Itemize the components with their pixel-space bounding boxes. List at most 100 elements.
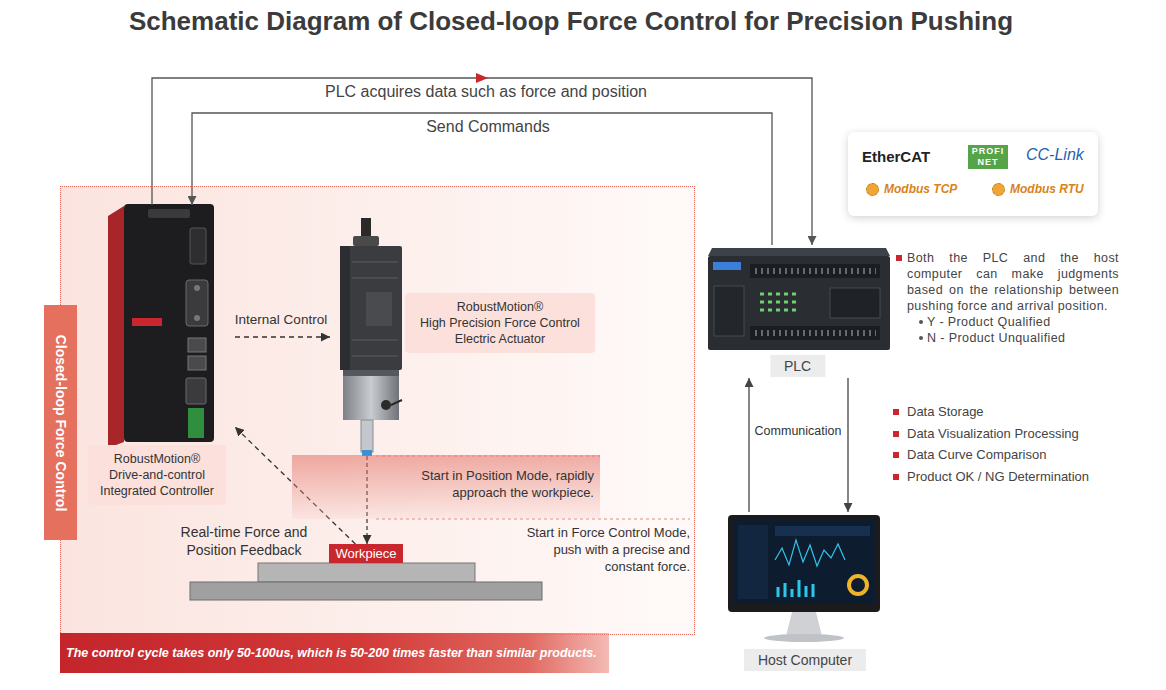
actuator-label-box: RobustMotion®High Precision Force Contro…: [405, 293, 595, 353]
actuator-side: [340, 246, 350, 370]
node-text: Modbus TCP: [884, 182, 957, 196]
actuator-node: RobustMotion®High Precision Force Contro…: [330, 218, 605, 456]
controller-device: [108, 204, 214, 448]
edge-label: Send Commands: [426, 118, 550, 136]
plc-node: PLC: [705, 245, 890, 378]
controller-label-box: RobustMotion®Drive-and-control Integrate…: [88, 445, 226, 505]
connector-lead: [391, 400, 402, 405]
node-text: Modbus RTU: [1010, 182, 1084, 196]
bullet-mark: [919, 336, 923, 340]
node-text: Closed-loop Force Control: [53, 334, 69, 511]
bullet-mark: [919, 320, 923, 324]
controller-node: RobustMotion®Drive-and-control Integrate…: [85, 205, 235, 505]
actuator-fins: [352, 262, 398, 356]
node-text: The control cycle takes only 50-100us, w…: [66, 646, 597, 660]
actuator-rod: [361, 420, 373, 452]
monitor-screen: [733, 520, 875, 604]
monitor-frame: [728, 515, 880, 612]
actuator-body: [340, 246, 402, 370]
control-region: Closed-loop Force ControlRobustMotion®Dr…: [60, 186, 695, 635]
controller-port: [186, 280, 208, 326]
bullet-list: Both the PLC and the host computer can m…: [907, 250, 1119, 346]
node-text: Drive-and-control Integrated Controller: [97, 467, 217, 499]
plc-top: [708, 248, 890, 256]
node-text: RobustMotion®: [415, 299, 585, 315]
screen-curve: [775, 540, 845, 566]
terminal-block: [188, 408, 204, 438]
edge-label: Internal Control: [235, 312, 327, 327]
workpiece-tag: Workpiece: [329, 544, 402, 563]
bullet-item: Product OK / NG Determination: [907, 466, 1137, 488]
monitor-base: [764, 634, 844, 642]
controller-port: [186, 378, 206, 404]
modbus-icon: [866, 183, 879, 196]
bullet-item: Y - Product Qualified: [907, 314, 1119, 330]
node-text: RobustMotion®: [97, 451, 217, 467]
bullet-list: Data StorageData Visualization Processin…: [907, 401, 1137, 487]
bullet-item: Data Curve Comparison: [907, 444, 1137, 466]
node-text: PLC: [784, 357, 811, 375]
host-computer-node: Host Computer: [725, 512, 885, 674]
bullet-mark: [893, 452, 899, 458]
connector: [235, 336, 330, 337]
node-text: High Precision Force Control Electric Ac…: [415, 315, 585, 347]
controller-display: [190, 228, 206, 264]
bullet-mark: [893, 431, 899, 437]
plc-label-box: PLC: [770, 355, 825, 377]
actuator-cable: [361, 218, 371, 238]
edge-label: Real-time Force and Position Feedback: [170, 523, 318, 559]
plc-port: [830, 288, 880, 318]
monitor-stand: [786, 612, 822, 636]
bullet-mark: [896, 255, 902, 261]
ethernet-port: [188, 338, 206, 352]
motion-band: Start in Position Mode, rapidly approach…: [292, 455, 600, 519]
controller-slot: [148, 209, 190, 218]
terminal-screws: [755, 268, 876, 274]
connector: [847, 378, 848, 512]
connector: [748, 378, 749, 512]
screen-sidebar: [738, 525, 768, 599]
node-text: PROFI NET: [968, 145, 1008, 169]
region-fill: [60, 186, 695, 635]
motor-band: [343, 370, 399, 376]
screen-header: [775, 526, 870, 536]
terminal-row: [750, 326, 880, 340]
ethernet-port: [188, 356, 206, 370]
plc-body: [708, 256, 890, 350]
connector: [152, 78, 812, 245]
bullet-item: N - Product Unqualified: [907, 330, 1119, 346]
screen-gauge: [849, 576, 867, 594]
port-screw: [194, 315, 200, 321]
motor-connector: [381, 400, 391, 410]
connector: [192, 113, 772, 245]
direction-arrowhead: [476, 73, 488, 83]
bullet-text: Y - Product Qualified: [927, 314, 1119, 330]
bullet-text: Data Visualization Processing: [907, 423, 1137, 445]
bullet-item: Data Visualization Processing: [907, 423, 1137, 445]
node-text: EtherCAT: [862, 148, 930, 165]
bullet-text: Product OK / NG Determination: [907, 466, 1137, 488]
modbus-icon: [992, 183, 1005, 196]
plc-tag: [713, 262, 741, 270]
bullet-item: Data Storage: [907, 401, 1137, 423]
actuator-panel: [366, 292, 392, 326]
protocol-card: EtherCAT PROFI NET CC-LinkModbus TCP Modbus…: [848, 132, 1098, 216]
bullet-text: Data Curve Comparison: [907, 444, 1137, 466]
controller-body: [124, 204, 214, 442]
diagram-title: Schematic Diagram of Closed-loop Force C…: [0, 6, 1142, 37]
plc-module: [714, 286, 744, 336]
base-plate: [190, 582, 542, 600]
node-text: CC-Link: [1026, 146, 1084, 164]
bullet-item: Both the PLC and the host computer can m…: [907, 250, 1119, 314]
note-text: Start in Force Control Mode, push with a…: [520, 524, 690, 575]
node-text: Start in Position Mode, rapidly approach…: [404, 467, 594, 501]
controller-logo: [132, 318, 162, 326]
bullet-text: N - Product Unqualified: [927, 330, 1119, 346]
bullet-text: Both the PLC and the host computer can m…: [907, 250, 1119, 314]
screen-bars: [778, 580, 813, 597]
node-text: Workpiece: [335, 545, 396, 562]
actuator-gland: [353, 236, 379, 246]
node-text: Host Computer: [758, 651, 852, 669]
edge-label: Communication: [754, 424, 843, 438]
